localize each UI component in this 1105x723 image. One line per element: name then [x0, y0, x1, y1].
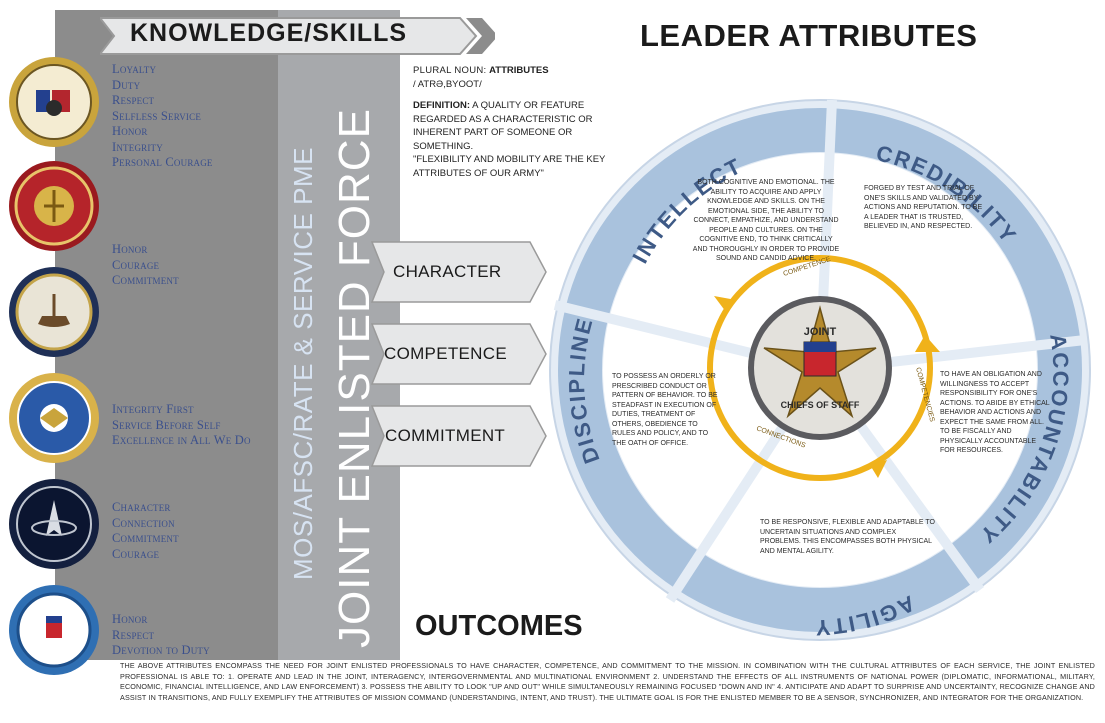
service-value-item: Commitment	[112, 531, 179, 545]
credibility-description: FORGED BY TEST AND TRIAL OF ONE'S SKILLS…	[864, 185, 983, 230]
marine-corps-seal-icon	[9, 161, 99, 251]
navy-seal-icon	[9, 267, 99, 357]
service-value-item: Honor	[112, 242, 148, 256]
service-value-item: Character	[112, 500, 171, 514]
leader-attributes-wheel: INTELLECT CREDIBILITY DISCIPLINE AGILITY…	[549, 99, 1091, 641]
service-value-item: Honor	[112, 612, 148, 626]
army-seal-icon	[9, 57, 99, 147]
definition-label: DEFINITION:	[413, 100, 470, 111]
seal-text-bottom: CHIEFS OF STAFF	[781, 400, 860, 410]
service-value-item: Integrity	[112, 139, 163, 154]
service-value-item: Loyalty	[112, 62, 157, 76]
chevron-arrows	[370, 241, 547, 467]
chevron-character: CHARACTER	[393, 262, 502, 281]
pronunciation: / ATRƏ,BYOOT/	[413, 78, 482, 90]
coast-guard-seal-icon	[9, 585, 99, 675]
service-value-item: Courage	[112, 546, 160, 561]
outcomes-title: OUTCOMES	[415, 610, 583, 642]
accountability-description: TO HAVE AN OBLIGATION AND WILLINGNESS TO…	[940, 371, 1050, 454]
joint-chiefs-seal-icon	[748, 296, 892, 440]
knowledge-skills-banner	[100, 17, 495, 55]
plural-noun-label: PLURAL NOUN:	[413, 65, 487, 76]
chevron-competence: COMPETENCE	[384, 344, 507, 363]
service-value-item: Selfless Service	[112, 108, 202, 123]
discipline-description: TO POSSESS AN ORDERLY OR PRESCRIBED COND…	[612, 373, 718, 447]
definition-text: A QUALITY OR FEATURE REGARDED AS A CHARA…	[413, 100, 593, 152]
space-force-seal-icon	[9, 479, 99, 569]
service-value-item: Commitment	[112, 273, 179, 287]
service-value-item: Service Before Self	[112, 417, 221, 432]
seal-text-top: JOINT	[804, 326, 837, 338]
plural-noun-word: ATTRIBUTES	[489, 65, 549, 76]
service-value-item: Integrity First	[112, 402, 194, 416]
outcomes-text: The above attributes encompass the need …	[120, 661, 1095, 702]
intellect-description: BOTH COGNITIVE AND EMOTIONAL. THE ABILIT…	[692, 179, 840, 262]
service-value-item: Excellence in All We Do	[112, 433, 251, 447]
service-value-item: Connection	[112, 515, 175, 530]
service-value-item: Respect	[112, 627, 155, 642]
service-value-item: Personal Courage	[112, 155, 213, 169]
definition-example: "FLEXIBILITY AND MOBILITY ARE THE KEY AT…	[413, 154, 606, 179]
service-value-item: Respect	[112, 93, 155, 107]
mos-afsc-vertical-text: MOS/AFSC/RATE & SERVICE PME	[288, 147, 318, 580]
leader-attributes-title: LEADER ATTRIBUTES	[640, 18, 978, 53]
knowledge-skills-title: KNOWLEDGE/SKILLS	[130, 19, 408, 47]
chevron-commitment: COMMITMENT	[385, 426, 506, 445]
definition-block: PLURAL NOUN: ATTRIBUTES / ATRƏ,BYOOT/ DE…	[413, 64, 625, 180]
service-value-item: Courage	[112, 257, 160, 272]
service-value-item: Devotion to Duty	[112, 643, 210, 657]
air-force-seal-icon	[9, 373, 99, 463]
agility-description: TO BE RESPONSIVE, FLEXIBLE AND ADAPTABLE…	[760, 519, 935, 555]
service-value-item: Duty	[112, 77, 141, 92]
service-value-item: Honor	[112, 124, 148, 138]
